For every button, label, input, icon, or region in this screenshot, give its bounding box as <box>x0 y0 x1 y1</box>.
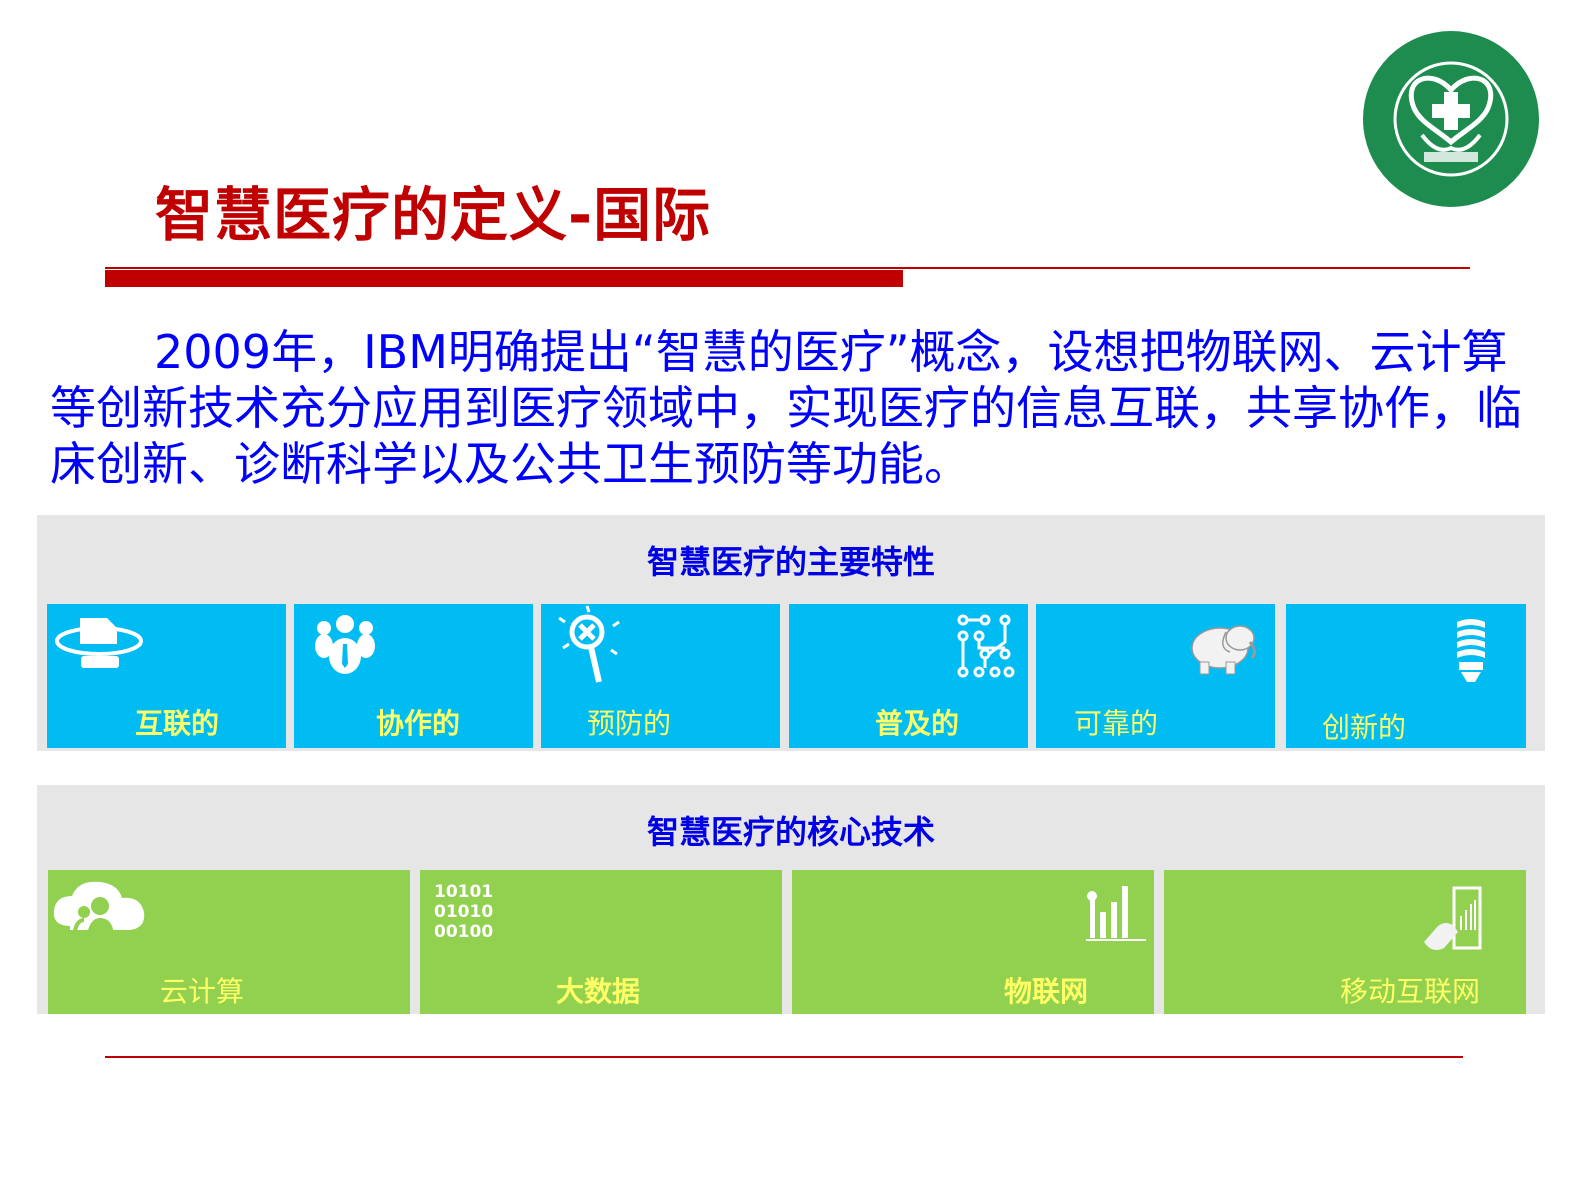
elephant-icon <box>1191 625 1257 675</box>
definition-paragraph: 2009年，IBM明确提出“智慧的医疗”概念，设想把物联网、云计算等创新技术充分… <box>50 324 1550 492</box>
bulb-icon <box>1457 619 1485 682</box>
tech-tile-mobile-internet: 移动互联网 <box>1164 870 1526 1014</box>
signal-bars-icon <box>1086 886 1146 941</box>
touch-tablet-icon <box>1424 886 1482 950</box>
feature-tile-interconnected: 互联的 <box>47 604 286 748</box>
feature-tile-preventive: 预防的 <box>541 604 780 748</box>
feature-label: 可靠的 <box>1074 707 1159 740</box>
cloud-user-icon <box>53 881 145 942</box>
document-orbit-icon <box>55 618 143 668</box>
tech-label: 物联网 <box>1004 975 1089 1008</box>
feature-tile-collaborative: 协作的 <box>294 604 533 748</box>
feature-label: 协作的 <box>376 707 461 740</box>
technologies-panel: 智慧医疗的核心技术 云计算 10101 01010 00100 大数据 <box>37 785 1545 1014</box>
feature-label: 创新的 <box>1322 711 1407 744</box>
paragraph-text: 2009年，IBM明确提出“智慧的医疗”概念，设想把物联网、云计算等创新技术充分… <box>50 325 1522 491</box>
title-underline-thin <box>105 267 1470 269</box>
bottom-divider <box>105 1056 1463 1058</box>
tech-tile-iot: 物联网 <box>792 870 1154 1014</box>
tech-label: 云计算 <box>160 975 245 1008</box>
features-panel: 智慧医疗的主要特性 互联的 协作的 预防的 <box>37 515 1545 751</box>
feature-label: 预防的 <box>587 707 672 740</box>
tech-tile-bigdata: 10101 01010 00100 大数据 <box>420 870 782 1014</box>
feature-tile-innovative: 创新的 <box>1286 604 1526 748</box>
tech-tile-cloud: 云计算 <box>48 870 410 1014</box>
feature-label: 普及的 <box>875 707 960 740</box>
feature-tile-reliable: 可靠的 <box>1036 604 1275 748</box>
binary-icon: 10101 01010 00100 <box>434 882 494 942</box>
magnifier-cross-icon <box>558 605 620 683</box>
team-icon <box>315 615 375 674</box>
feature-tile-universal: 普及的 <box>789 604 1028 748</box>
feature-label: 互联的 <box>135 707 220 740</box>
features-title: 智慧医疗的主要特性 <box>646 543 935 581</box>
tech-label: 移动互联网 <box>1340 975 1481 1008</box>
tech-label: 大数据 <box>556 975 641 1008</box>
slide-title: 智慧医疗的定义-国际 <box>155 181 712 249</box>
technologies-title: 智慧医疗的核心技术 <box>646 813 935 851</box>
title-underline-thick <box>105 270 903 287</box>
hospital-logo <box>1362 30 1540 208</box>
circuit-icon <box>957 614 1015 678</box>
